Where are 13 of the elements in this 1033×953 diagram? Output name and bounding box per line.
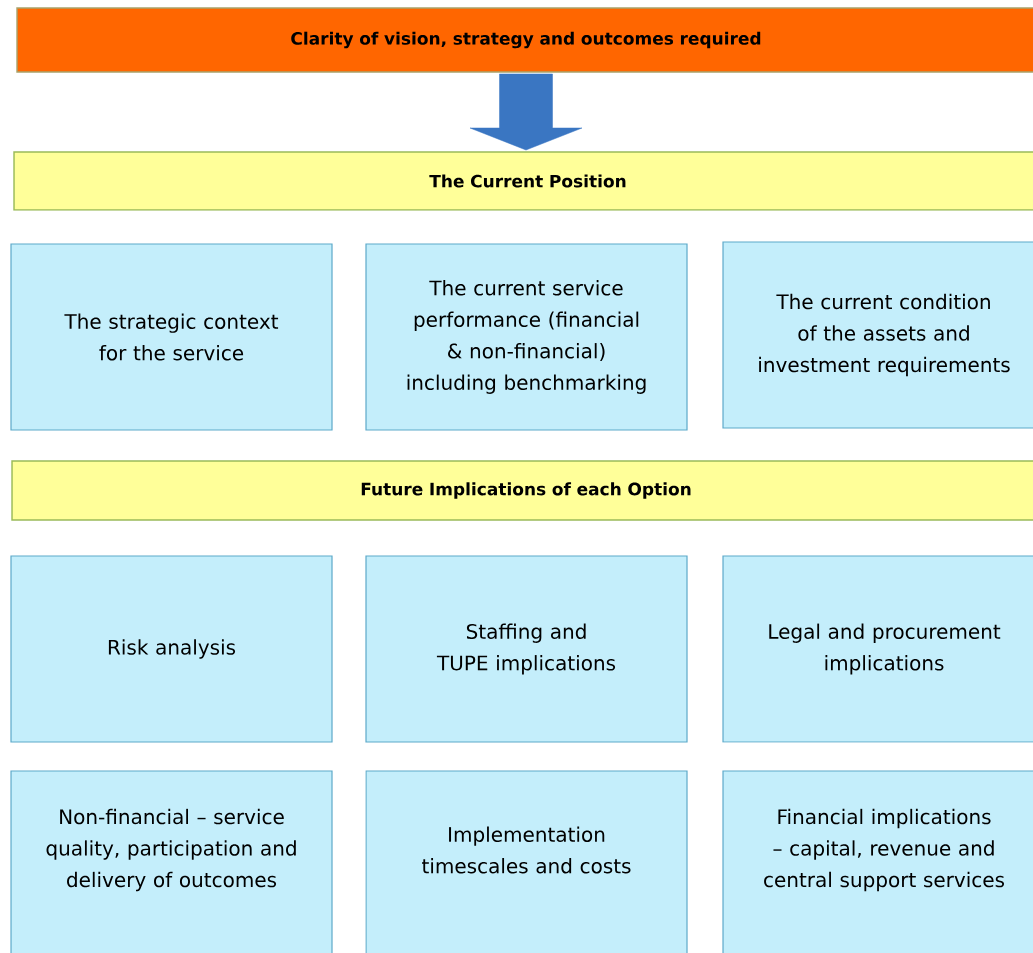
topic-box: The current condition of the assets and investment requirements	[722, 241, 1033, 429]
topic-box: Implementation timescales and costs	[365, 770, 688, 953]
arrow	[469, 73, 583, 151]
topic-box: The strategic context for the service	[10, 243, 333, 431]
topic-box: Financial implications – capital, revenue and central support services	[722, 770, 1033, 953]
topic-box: The current service performance (financial & non-financial) including benchmarking	[365, 243, 688, 431]
topic-box: Non-financial – service quality, participation and delivery of outcomes	[10, 770, 333, 953]
header-bar: Clarity of vision, strategy and outcomes required	[16, 7, 1033, 73]
topic-box: Legal and procurement implications	[722, 555, 1033, 743]
topic-box: Risk analysis	[10, 555, 333, 743]
section-band: Future Implications of each Option	[11, 460, 1033, 521]
section-band: The Current Position	[13, 151, 1033, 211]
topic-box: Staffing and TUPE implications	[365, 555, 688, 743]
